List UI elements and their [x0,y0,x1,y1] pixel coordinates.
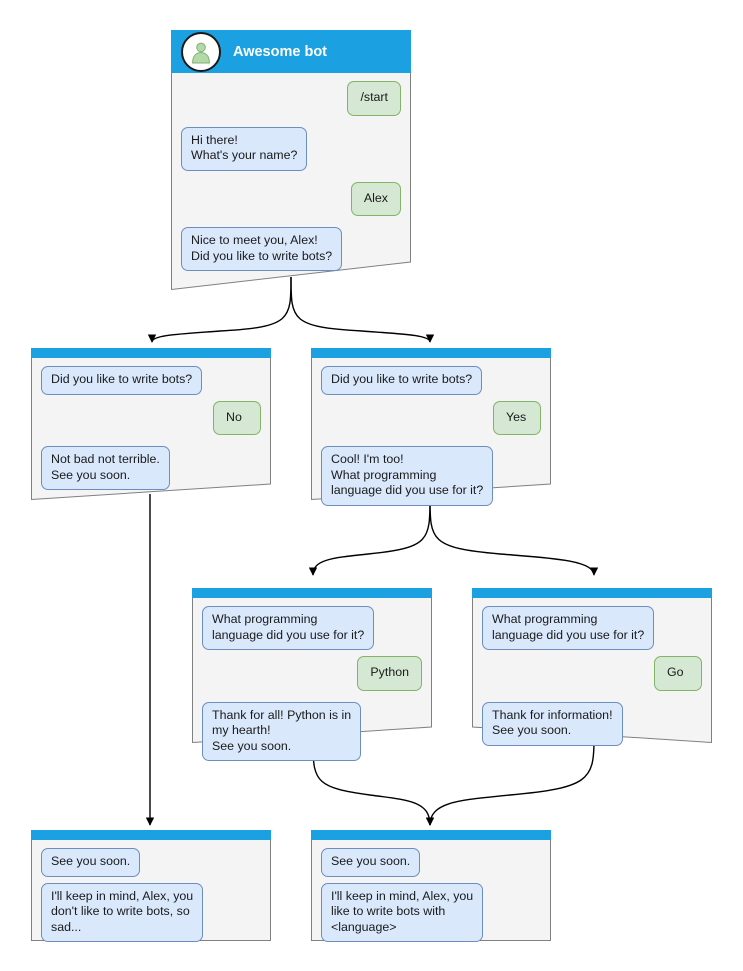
user-message-bubble[interactable]: Yes [493,400,541,435]
message-row: What programming language did you use fo… [482,606,702,650]
user-message-bubble[interactable]: No [213,400,261,435]
chat-body-answer-no: Did you like to write bots? No Not bad n… [31,358,271,490]
message-row: See you soon. [41,848,261,877]
message-row: Hi there! What's your name? [181,126,401,171]
chat-body-start: /start Hi there! What's your name? Alex … [171,73,411,271]
bot-message-bubble: I'll keep in mind, Alex, you don't like … [41,882,204,942]
bot-message-bubble: Did you like to write bots? [41,366,203,395]
message-row: I'll keep in mind, Alex, you don't like … [41,882,261,942]
card-header-bar [472,588,712,598]
message-row: Go [482,656,702,691]
card-header-bar [311,830,551,840]
card-header-bar [31,348,271,358]
chat-body-end-happy: See you soon. I'll keep in mind, Alex, y… [311,840,551,942]
message-row: Python [202,656,422,691]
bot-message-bubble: Cool! I'm too! What programming language… [321,446,494,506]
message-row: Thank for information! See you soon. [482,701,702,746]
bot-message-bubble: See you soon. [41,848,141,877]
chat-card-lang-python[interactable]: What programming language did you use fo… [192,588,432,761]
bot-message-bubble: What programming language did you use fo… [482,606,655,650]
chat-card-end-sad[interactable]: See you soon. I'll keep in mind, Alex, y… [31,830,271,942]
message-row: Nice to meet you, Alex! Did you like to … [181,227,401,271]
chat-card-start[interactable]: Awesome bot /start Hi there! What's your… [171,30,411,290]
message-row: Yes [321,400,541,435]
card-header-start: Awesome bot [171,30,411,73]
chat-card-answer-yes[interactable]: Did you like to write bots? Yes Cool! I'… [311,348,551,506]
chat-card-lang-go[interactable]: What programming language did you use fo… [472,588,712,746]
message-row: What programming language did you use fo… [202,606,422,650]
message-row: Not bad not terrible. See you soon. [41,446,261,490]
bot-name-title: Awesome bot [233,43,328,60]
message-row: Thank for all! Python is in my hearth! S… [202,701,422,761]
message-row: Alex [181,181,401,216]
bot-message-bubble: Not bad not terrible. See you soon. [41,446,170,490]
user-message-bubble[interactable]: Python [357,656,422,691]
user-message-bubble[interactable]: /start [347,81,401,116]
card-header-bar [192,588,432,598]
chat-card-answer-no[interactable]: Did you like to write bots? No Not bad n… [31,348,271,500]
user-message-bubble[interactable]: Go [654,656,702,691]
chat-card-end-happy[interactable]: See you soon. I'll keep in mind, Alex, y… [311,830,551,942]
person-avatar-icon [181,31,221,72]
chat-body-answer-yes: Did you like to write bots? Yes Cool! I'… [311,358,551,506]
bot-message-bubble: See you soon. [321,848,421,877]
chat-body-lang-python: What programming language did you use fo… [192,598,432,761]
bot-message-bubble: Did you like to write bots? [321,366,483,395]
message-row: Did you like to write bots? [41,366,261,395]
bot-message-bubble: Nice to meet you, Alex! Did you like to … [181,227,343,271]
card-header-bar [31,830,271,840]
card-header-bar [311,348,551,358]
message-row: /start [181,81,401,116]
user-message-bubble[interactable]: Alex [350,181,401,216]
message-row: See you soon. [321,848,541,877]
bot-message-bubble: Thank for information! See you soon. [482,701,623,746]
bot-message-bubble: I'll keep in mind, Alex, you like to wri… [321,882,484,942]
message-row: I'll keep in mind, Alex, you like to wri… [321,882,541,942]
bot-message-bubble: Thank for all! Python is in my hearth! S… [202,701,362,761]
bot-message-bubble: Hi there! What's your name? [181,126,308,171]
chat-body-lang-go: What programming language did you use fo… [472,598,712,746]
message-row: Cool! I'm too! What programming language… [321,446,541,506]
message-row: No [41,400,261,435]
message-row: Did you like to write bots? [321,366,541,395]
chat-body-end-sad: See you soon. I'll keep in mind, Alex, y… [31,840,271,942]
bot-message-bubble: What programming language did you use fo… [202,606,375,650]
